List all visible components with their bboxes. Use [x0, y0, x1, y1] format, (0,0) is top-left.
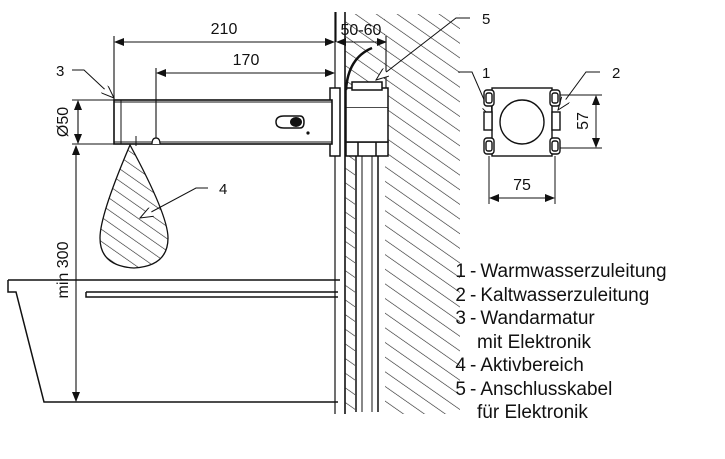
dim-spout-length: 170 [233, 52, 260, 69]
dim-wall-offset: 50-60 [341, 22, 382, 39]
connection-cable [344, 46, 373, 91]
active-area [99, 143, 169, 269]
legend-label-continuation: für Elektronik [477, 402, 588, 423]
sensor-window [275, 115, 310, 135]
legend-number: 1 [455, 261, 466, 282]
legend-separator: - [470, 355, 477, 376]
wall-mount-housing [329, 81, 389, 157]
dim-min-height: min 300 [55, 241, 72, 298]
callout-2-number: 2 [612, 65, 620, 82]
callout-1-number: 1 [482, 65, 490, 82]
mounting-plate-front-view [483, 87, 561, 157]
legend-number: 2 [455, 284, 466, 306]
legend: 1-Warmwasserzuleitung 2-Kaltwasserzuleit… [452, 260, 667, 425]
dimension-lines [66, 12, 387, 403]
legend-number: 5 [455, 378, 466, 400]
legend-label: Wandarmatur [480, 308, 595, 329]
legend-item-2: 2-Kaltwasserzuleitung [452, 284, 667, 308]
callout-leaders [72, 17, 600, 218]
legend-separator: - [470, 308, 477, 329]
legend-item-4: 4-Aktivbereich [452, 354, 667, 378]
legend-separator: - [470, 284, 477, 306]
dim-mount-height: 57 [575, 112, 592, 130]
legend-label-continuation: mit Elektronik [477, 331, 592, 353]
dim-body-diameter: Ø50 [55, 107, 72, 137]
callout-4-number: 4 [219, 181, 227, 198]
legend-number: 3 [455, 308, 466, 329]
legend-label: Warmwasserzuleitung [480, 261, 667, 282]
mount-dimension-lines [488, 94, 602, 204]
legend-number: 4 [455, 355, 466, 376]
legend-label: Kaltwasserzuleitung [480, 284, 650, 306]
legend-label: Anschlusskabel [480, 378, 613, 400]
dim-mount-width: 75 [513, 177, 531, 194]
legend-separator: - [470, 261, 477, 282]
legend-item-1: 1-Warmwasserzuleitung [452, 260, 667, 284]
callout-3-number: 3 [56, 63, 64, 80]
legend-item-5: 5-Anschlusskabel [452, 378, 667, 402]
wall [334, 10, 460, 414]
faucet-spout [113, 99, 333, 146]
legend-item-3: 3-Wandarmatur [452, 307, 667, 331]
legend-label: Aktivbereich [480, 355, 584, 376]
dim-overall-length: 210 [211, 21, 238, 38]
legend-separator: - [470, 378, 477, 400]
callout-5-number: 5 [482, 11, 490, 28]
wash-basin [7, 279, 340, 403]
